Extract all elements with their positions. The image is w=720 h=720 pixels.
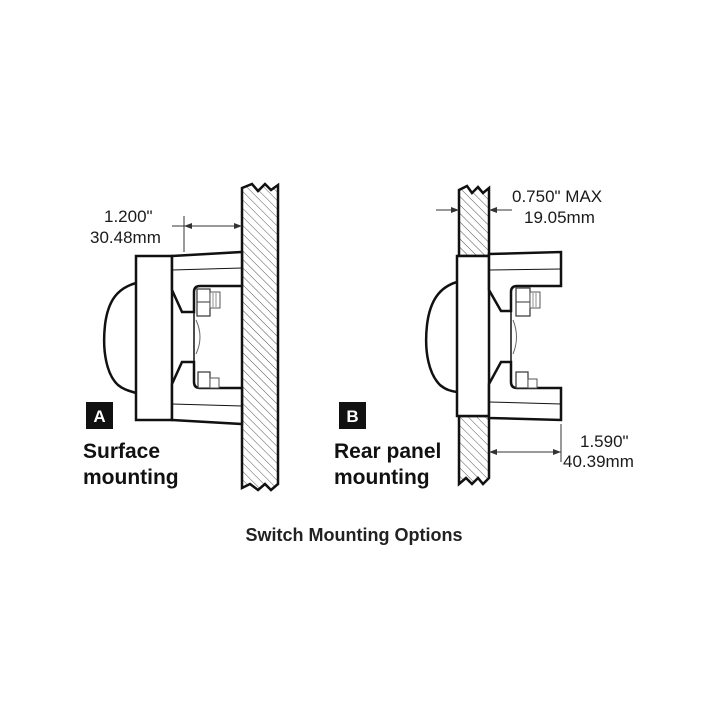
badge-b-letter: B <box>346 407 358 426</box>
badge-b <box>339 402 366 429</box>
nut-icon <box>197 371 211 389</box>
switch-housing-upper-a <box>170 250 244 314</box>
dimension-a-metric: 30.48mm <box>90 228 161 247</box>
diagram-title: Switch Mounting Options <box>246 525 463 545</box>
panel-a-surface-mounting: 1.200" 30.48mm A Surface mounting <box>83 182 280 492</box>
mounting-wall-b-upper <box>457 184 491 258</box>
mounting-wall-b-lower <box>457 414 491 487</box>
bolt-icon <box>209 377 220 389</box>
switch-housing-upper-b <box>487 250 563 313</box>
mounting-wall-a <box>240 182 280 492</box>
switch-front-plate-b <box>455 254 491 418</box>
switch-housing-lower-b <box>487 360 563 422</box>
panel-thickness-metric: 19.05mm <box>524 208 595 227</box>
label-b-line1: Rear panel <box>334 440 441 463</box>
switch-dome-a <box>102 281 137 395</box>
dimension-b-metric: 40.39mm <box>563 452 634 471</box>
label-a-line2: mounting <box>83 466 179 489</box>
dimension-a-imperial: 1.200" <box>104 207 153 226</box>
panel-b-rear-panel-mounting: 0.750" MAX 19.05mm 1.590" 40.39mm B Rear… <box>334 184 634 489</box>
dimension-b-imperial: 1.590" <box>580 432 629 451</box>
badge-a-letter: A <box>93 407 105 426</box>
switch-dome-b <box>424 280 458 394</box>
panel-thickness-imperial: 0.750" MAX <box>512 187 602 206</box>
badge-a <box>86 402 113 429</box>
switch-housing-lower-a <box>170 360 244 426</box>
switch-front-plate-a <box>134 254 174 422</box>
label-a-line1: Surface <box>83 440 160 463</box>
label-b-line2: mounting <box>334 466 430 489</box>
bolt-icon <box>209 291 221 309</box>
nut-icon <box>515 371 529 389</box>
bolt-icon <box>529 291 541 309</box>
bolt-icon <box>527 378 538 389</box>
